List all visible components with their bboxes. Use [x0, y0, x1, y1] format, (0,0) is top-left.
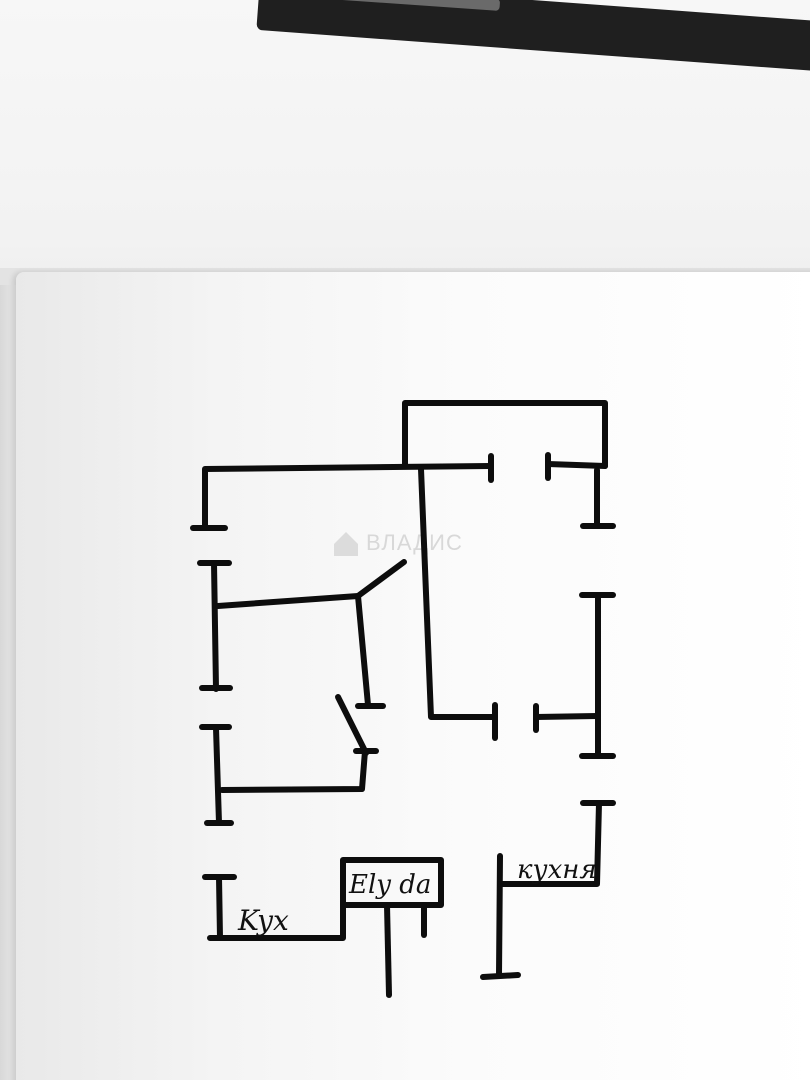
notebook-page [16, 272, 810, 1080]
label-kitchen-left: Kyx [237, 904, 289, 937]
wall-top-room [402, 400, 608, 469]
wall-left-upper [211, 560, 219, 692]
wall-top-left [202, 463, 493, 531]
wall-central-corridor [418, 466, 497, 720]
wall-kitchen-right [497, 800, 602, 887]
door-swing-lower [335, 694, 369, 756]
wall-top-right [545, 461, 608, 469]
wall-bath-stem [384, 902, 392, 998]
door-swing-upper [355, 559, 407, 599]
label-bath: Ely da [348, 870, 431, 900]
watermark: ВЛАДИС [334, 530, 463, 556]
wall-right-room-lower [533, 713, 600, 720]
label-kitchen-right: кухня [517, 855, 597, 885]
wall-left-lower [213, 725, 222, 826]
wall-partition-upper [215, 593, 371, 708]
wall-bottom-right [496, 853, 503, 978]
house-logo-icon [334, 532, 358, 556]
wall-end-cap-bottom-right-bottom [480, 972, 521, 980]
wall-partition-lower [219, 748, 368, 793]
notebook-binding [0, 285, 18, 1080]
watermark-text: ВЛАДИС [366, 530, 463, 555]
wall-bottom-left-vertical [216, 874, 223, 941]
